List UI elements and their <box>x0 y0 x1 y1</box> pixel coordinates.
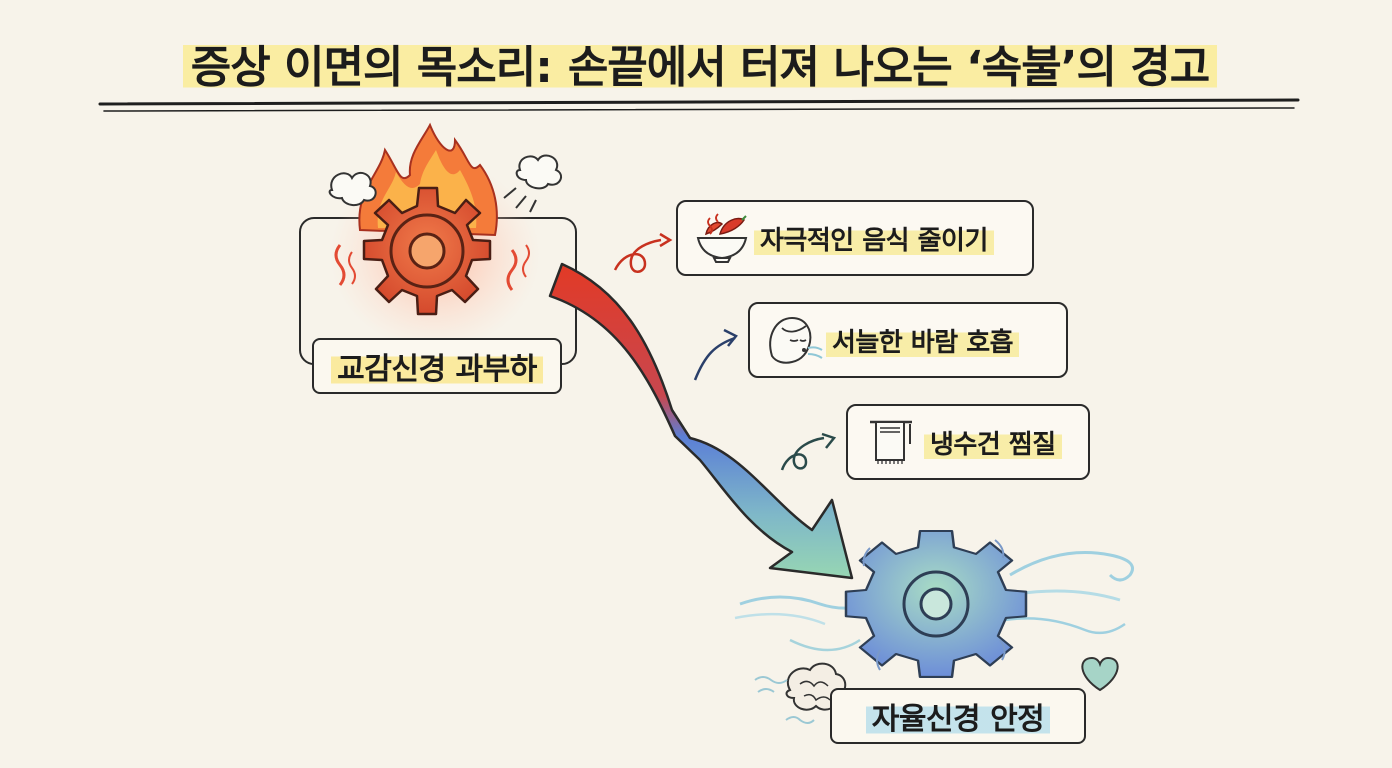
remedy-label-cold-towel: 냉수건 찜질 <box>924 421 1062 463</box>
remedy-card-breathing: 서늘한 바람 호흡 <box>748 302 1068 378</box>
spicy-bowl-icon <box>696 213 748 263</box>
remedy-card-cold-towel: 냉수건 찜질 <box>846 404 1090 480</box>
towel-icon <box>870 420 912 464</box>
title-part-2: 손끝에서 터져 나오는 ‘속불’의 경고 <box>559 31 1218 95</box>
start-node-text: 교감신경 과부하 <box>331 344 543 388</box>
connector-arrows <box>613 232 837 471</box>
title-part-1: 증상 이면의 목소리: <box>182 31 560 95</box>
burning-gear-icon <box>328 122 563 350</box>
remedy-label-breathing: 서늘한 바람 호흡 <box>826 319 1020 361</box>
remedy-card-spicy-food: 자극적인 음식 줄이기 <box>676 200 1034 276</box>
end-node-label: 자율신경 안정 <box>830 688 1086 744</box>
breathing-face-icon <box>769 316 823 364</box>
flow-arrow <box>548 262 854 580</box>
end-node-text: 자율신경 안정 <box>865 694 1051 738</box>
remedy-label-spicy-food: 자극적인 음식 줄이기 <box>754 217 994 259</box>
page-title: 증상 이면의 목소리: 손끝에서 터져 나오는 ‘속불’의 경고 <box>100 28 1300 98</box>
title-underline <box>98 98 1300 112</box>
calm-gear-icon <box>734 529 1134 678</box>
start-node-label: 교감신경 과부하 <box>312 338 562 394</box>
heart-icon <box>1081 656 1119 692</box>
